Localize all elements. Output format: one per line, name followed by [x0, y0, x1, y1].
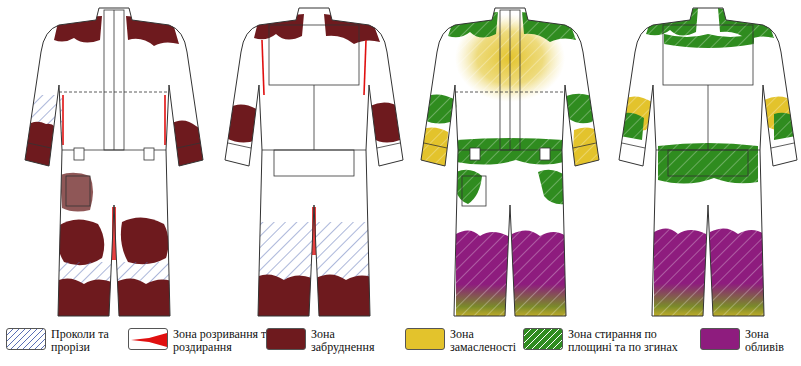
legend-item: Зона замасленості	[405, 328, 530, 354]
legend-item: Зона розривання та роздирання	[128, 328, 273, 354]
swatch-graphic	[524, 329, 563, 350]
legend-label: Зона розривання та роздирання	[173, 328, 273, 354]
swatch-graphic	[129, 329, 168, 350]
legend-label: Зона забруднення	[311, 328, 383, 354]
legend-item: Зона обливів	[700, 328, 797, 354]
legend-item: Зона забруднення	[266, 328, 383, 354]
legend-item: Зона стирання по площині та по згинах	[523, 328, 688, 354]
legend-swatch	[266, 328, 306, 350]
legend-swatch	[700, 328, 740, 350]
legend-label: Зона стирання по площині та по згинах	[568, 328, 688, 354]
swatch-graphic	[267, 329, 306, 350]
coverall-illustration	[0, 0, 801, 325]
legend-label: Зона замасленості	[450, 328, 530, 354]
legend-swatch	[405, 328, 445, 350]
legend-item: Проколи та прорізи	[6, 328, 123, 354]
swatch-graphic	[406, 329, 445, 350]
legend-swatch	[523, 328, 563, 350]
legend-label: Проколи та прорізи	[51, 328, 123, 354]
hatch-sample	[6, 328, 46, 350]
swatch-graphic	[7, 329, 46, 350]
swatch-graphic	[701, 329, 740, 350]
legend-label: Зона обливів	[745, 328, 797, 354]
tear-line-sample	[128, 328, 168, 350]
